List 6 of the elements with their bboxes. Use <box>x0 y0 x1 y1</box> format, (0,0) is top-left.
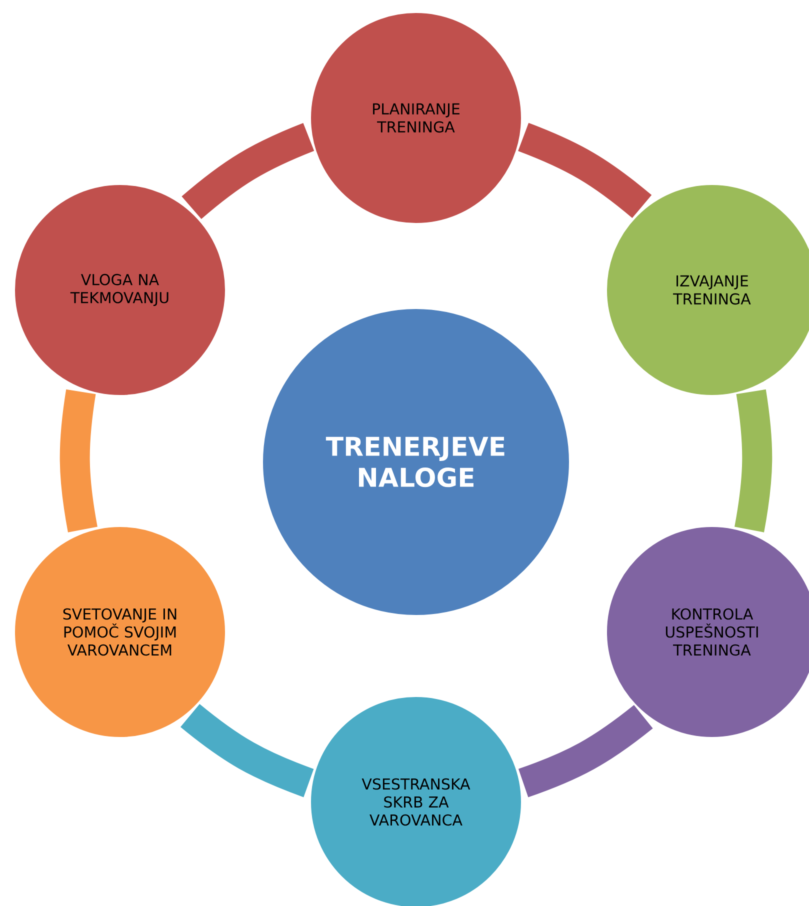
ring-arc <box>60 390 98 532</box>
ring-arc <box>180 704 314 798</box>
ring-arc <box>182 123 314 220</box>
ring-arc <box>734 390 772 532</box>
ring-arc <box>518 122 652 218</box>
ring-arc <box>518 704 653 798</box>
